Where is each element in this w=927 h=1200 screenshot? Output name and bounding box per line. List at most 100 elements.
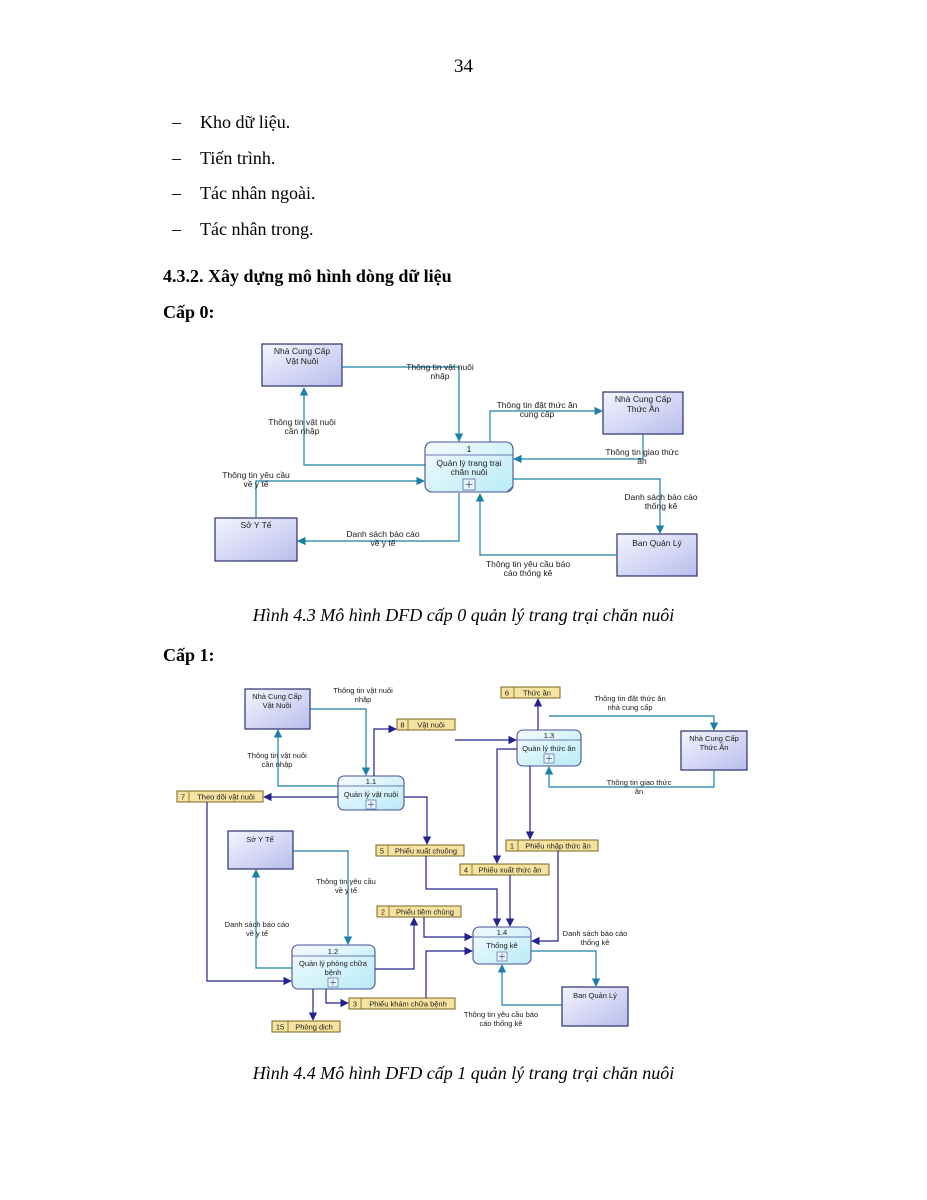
bullet-dash: – bbox=[172, 147, 181, 168]
page-number: 34 bbox=[454, 56, 473, 77]
entity-label: Vật Nuôi bbox=[263, 701, 292, 710]
datastore-phieu-xuat-thuc-an: 4 Phiếu xuất thức ăn bbox=[459, 863, 550, 876]
process-id: 1.4 bbox=[497, 928, 507, 937]
datastore-number: 8 bbox=[400, 721, 404, 730]
bullet-list: –Kho dữ liệu. –Tiến trình. –Tác nhân ngo… bbox=[172, 110, 315, 252]
flow-label: cung cấp bbox=[520, 409, 555, 419]
flow-label: Thông tin giao thức bbox=[607, 778, 672, 787]
flow-label: cần nhập bbox=[285, 426, 320, 436]
flow-label: Danh sách báo cáo bbox=[563, 929, 628, 938]
datastore-number: 5 bbox=[380, 847, 384, 856]
process-1-1: 1.1 Quản lý vật nuôi bbox=[337, 775, 405, 811]
figure-caption-level0: Hình 4.3 Mô hình DFD cấp 0 quản lý trang… bbox=[252, 605, 675, 625]
bullet-item: –Tác nhân trong. bbox=[172, 217, 315, 253]
entity-health-dept: Sở Y Tế bbox=[227, 830, 294, 870]
entity-label: Ban Quản Lý bbox=[573, 991, 617, 1000]
datastore-vat-nuoi: 8 Vật nuôi bbox=[396, 718, 456, 731]
process-label: Quản lý phòng chữa bbox=[299, 959, 368, 968]
entity-management: Ban Quản Lý bbox=[616, 533, 698, 577]
process-1-2: 1.2 Quản lý phòng chữa bệnh bbox=[291, 944, 376, 990]
datastore-label: Phiếu xuất thức ăn bbox=[479, 866, 542, 875]
entity-label: Vật Nuôi bbox=[286, 356, 319, 366]
flow-label: Thông tin giao thức bbox=[605, 447, 679, 457]
bullet-item: –Tác nhân ngoài. bbox=[172, 181, 315, 217]
entity-label: Nhà Cung Cấp bbox=[689, 734, 739, 743]
flow-label: Thông tin vật nuôi bbox=[247, 751, 307, 760]
process-1: 1 Quản lý trang trại chăn nuôi bbox=[424, 441, 514, 493]
plus-icon bbox=[546, 755, 552, 762]
datastore-phieu-tiem-chung: 2 Phiếu tiêm chủng bbox=[376, 905, 462, 918]
entity-supplier-feed: Nhà Cung Cấp Thức Ăn bbox=[602, 391, 684, 435]
process-label: bệnh bbox=[325, 968, 342, 977]
datastore-label: Thức ăn bbox=[523, 689, 551, 698]
flow-label: cáo thống kê bbox=[504, 568, 553, 578]
flow-label: Thông tin yêu cầu bbox=[222, 470, 290, 480]
bullet-dash: – bbox=[172, 112, 181, 132]
process-id: 1.3 bbox=[544, 731, 554, 740]
bullet-item: –Kho dữ liệu. bbox=[172, 110, 315, 146]
level0-flows bbox=[255, 366, 665, 556]
plus-icon bbox=[368, 801, 374, 808]
flow-label: ăn bbox=[637, 456, 647, 466]
bullet-text: Tác nhân ngoài. bbox=[200, 183, 316, 203]
datastore-label: Phiếu nhập thức ăn bbox=[525, 842, 591, 851]
flow-label: Thông tin vật nuôi bbox=[268, 417, 336, 427]
process-1-3: 1.3 Quản lý thức ăn bbox=[516, 729, 582, 767]
flow-label: Thông tin yêu cầu bbox=[316, 877, 376, 886]
flow-label: Thông tin đặt thức ăn bbox=[594, 694, 665, 703]
flow-label: về y tế bbox=[370, 538, 395, 548]
entity-label: Ban Quản Lý bbox=[632, 538, 682, 548]
bullet-text: Kho dữ liệu. bbox=[200, 112, 291, 132]
entity-supplier-livestock: Nhà Cung Cấp Vật Nuôi bbox=[261, 343, 343, 387]
datastore-label: Phiếu khám chữa bệnh bbox=[369, 1000, 447, 1009]
datastore-phieu-nhap-thuc-an: 1 Phiếu nhập thức ăn bbox=[505, 839, 599, 852]
entity-label: Thức Ăn bbox=[627, 404, 660, 414]
datastore-label: Phòng dịch bbox=[295, 1023, 333, 1032]
process-id: 1 bbox=[467, 444, 472, 454]
entity-label: Sở Y Tế bbox=[240, 520, 271, 530]
datastore-phieu-kham-chua-benh: 3 Phiếu khám chữa bệnh bbox=[348, 997, 456, 1010]
process-id: 1.2 bbox=[328, 947, 338, 956]
section-heading: 4.3.2. Xây dựng mô hình dòng dữ liệu bbox=[163, 266, 452, 286]
bullet-dash: – bbox=[172, 218, 181, 239]
process-1-4: 1.4 Thống kê bbox=[472, 926, 532, 965]
bullet-text: Tác nhân trong. bbox=[200, 218, 314, 239]
flow-label: cáo thống kê bbox=[480, 1019, 523, 1028]
process-id: 1.1 bbox=[366, 777, 376, 786]
entity-label: Thức Ăn bbox=[700, 743, 729, 752]
flow-label: thống kê bbox=[645, 501, 678, 511]
flow-label: Thông tin đặt thức ăn bbox=[497, 400, 578, 410]
datastore-label: Vật nuôi bbox=[417, 721, 445, 730]
flow-label: Thông tin vật nuôi bbox=[406, 362, 474, 372]
flow-label: Thông tin yêu cầu báo bbox=[486, 559, 570, 569]
flow-label: ăn bbox=[635, 787, 643, 796]
datastore-number: 2 bbox=[381, 908, 385, 917]
plus-icon bbox=[499, 953, 505, 960]
datastore-number: 1 bbox=[510, 842, 514, 851]
figure-caption-level1: Hình 4.4 Mô hình DFD cấp 1 quản lý trang… bbox=[252, 1063, 675, 1083]
process-label: chăn nuôi bbox=[451, 467, 488, 477]
dfd-level0: Nhà Cung Cấp Vật Nuôi Nhà Cung Cấp Thức … bbox=[214, 343, 698, 578]
flow-label: nhập bbox=[431, 371, 450, 381]
process-label: Quản lý thức ăn bbox=[522, 744, 575, 753]
process-label: Quản lý vật nuôi bbox=[344, 790, 399, 799]
flow-label: Thông tin yêu cầu báo bbox=[464, 1010, 538, 1019]
level1-datastore-flows bbox=[206, 698, 559, 1021]
level1-external-flows bbox=[251, 708, 719, 1006]
entity-label: Sở Y Tế bbox=[246, 835, 274, 844]
entity-label: Nhà Cung Cấp bbox=[252, 692, 302, 701]
datastore-number: 6 bbox=[505, 689, 509, 698]
datastore-label: Phiếu tiêm chủng bbox=[396, 908, 454, 917]
process-label: Thống kê bbox=[486, 941, 517, 950]
flow-label: thống kê bbox=[581, 938, 610, 947]
flow-label: về y tế bbox=[335, 886, 358, 895]
bullet-dash: – bbox=[172, 183, 181, 203]
flow-label: nhập bbox=[355, 695, 372, 704]
process-label: Quản lý trang trại bbox=[436, 458, 501, 468]
datastore-theo-doi-vat-nuoi: 7 Theo dõi vật nuôi bbox=[176, 790, 264, 803]
datastore-number: 7 bbox=[181, 793, 185, 802]
dfd-level1: Nhà Cung Cấp Vật Nuôi Nhà Cung Cấp Thức … bbox=[176, 686, 748, 1033]
entity-management: Ban Quản Lý bbox=[561, 986, 629, 1027]
bullet-text: Tiến trình. bbox=[200, 147, 276, 168]
